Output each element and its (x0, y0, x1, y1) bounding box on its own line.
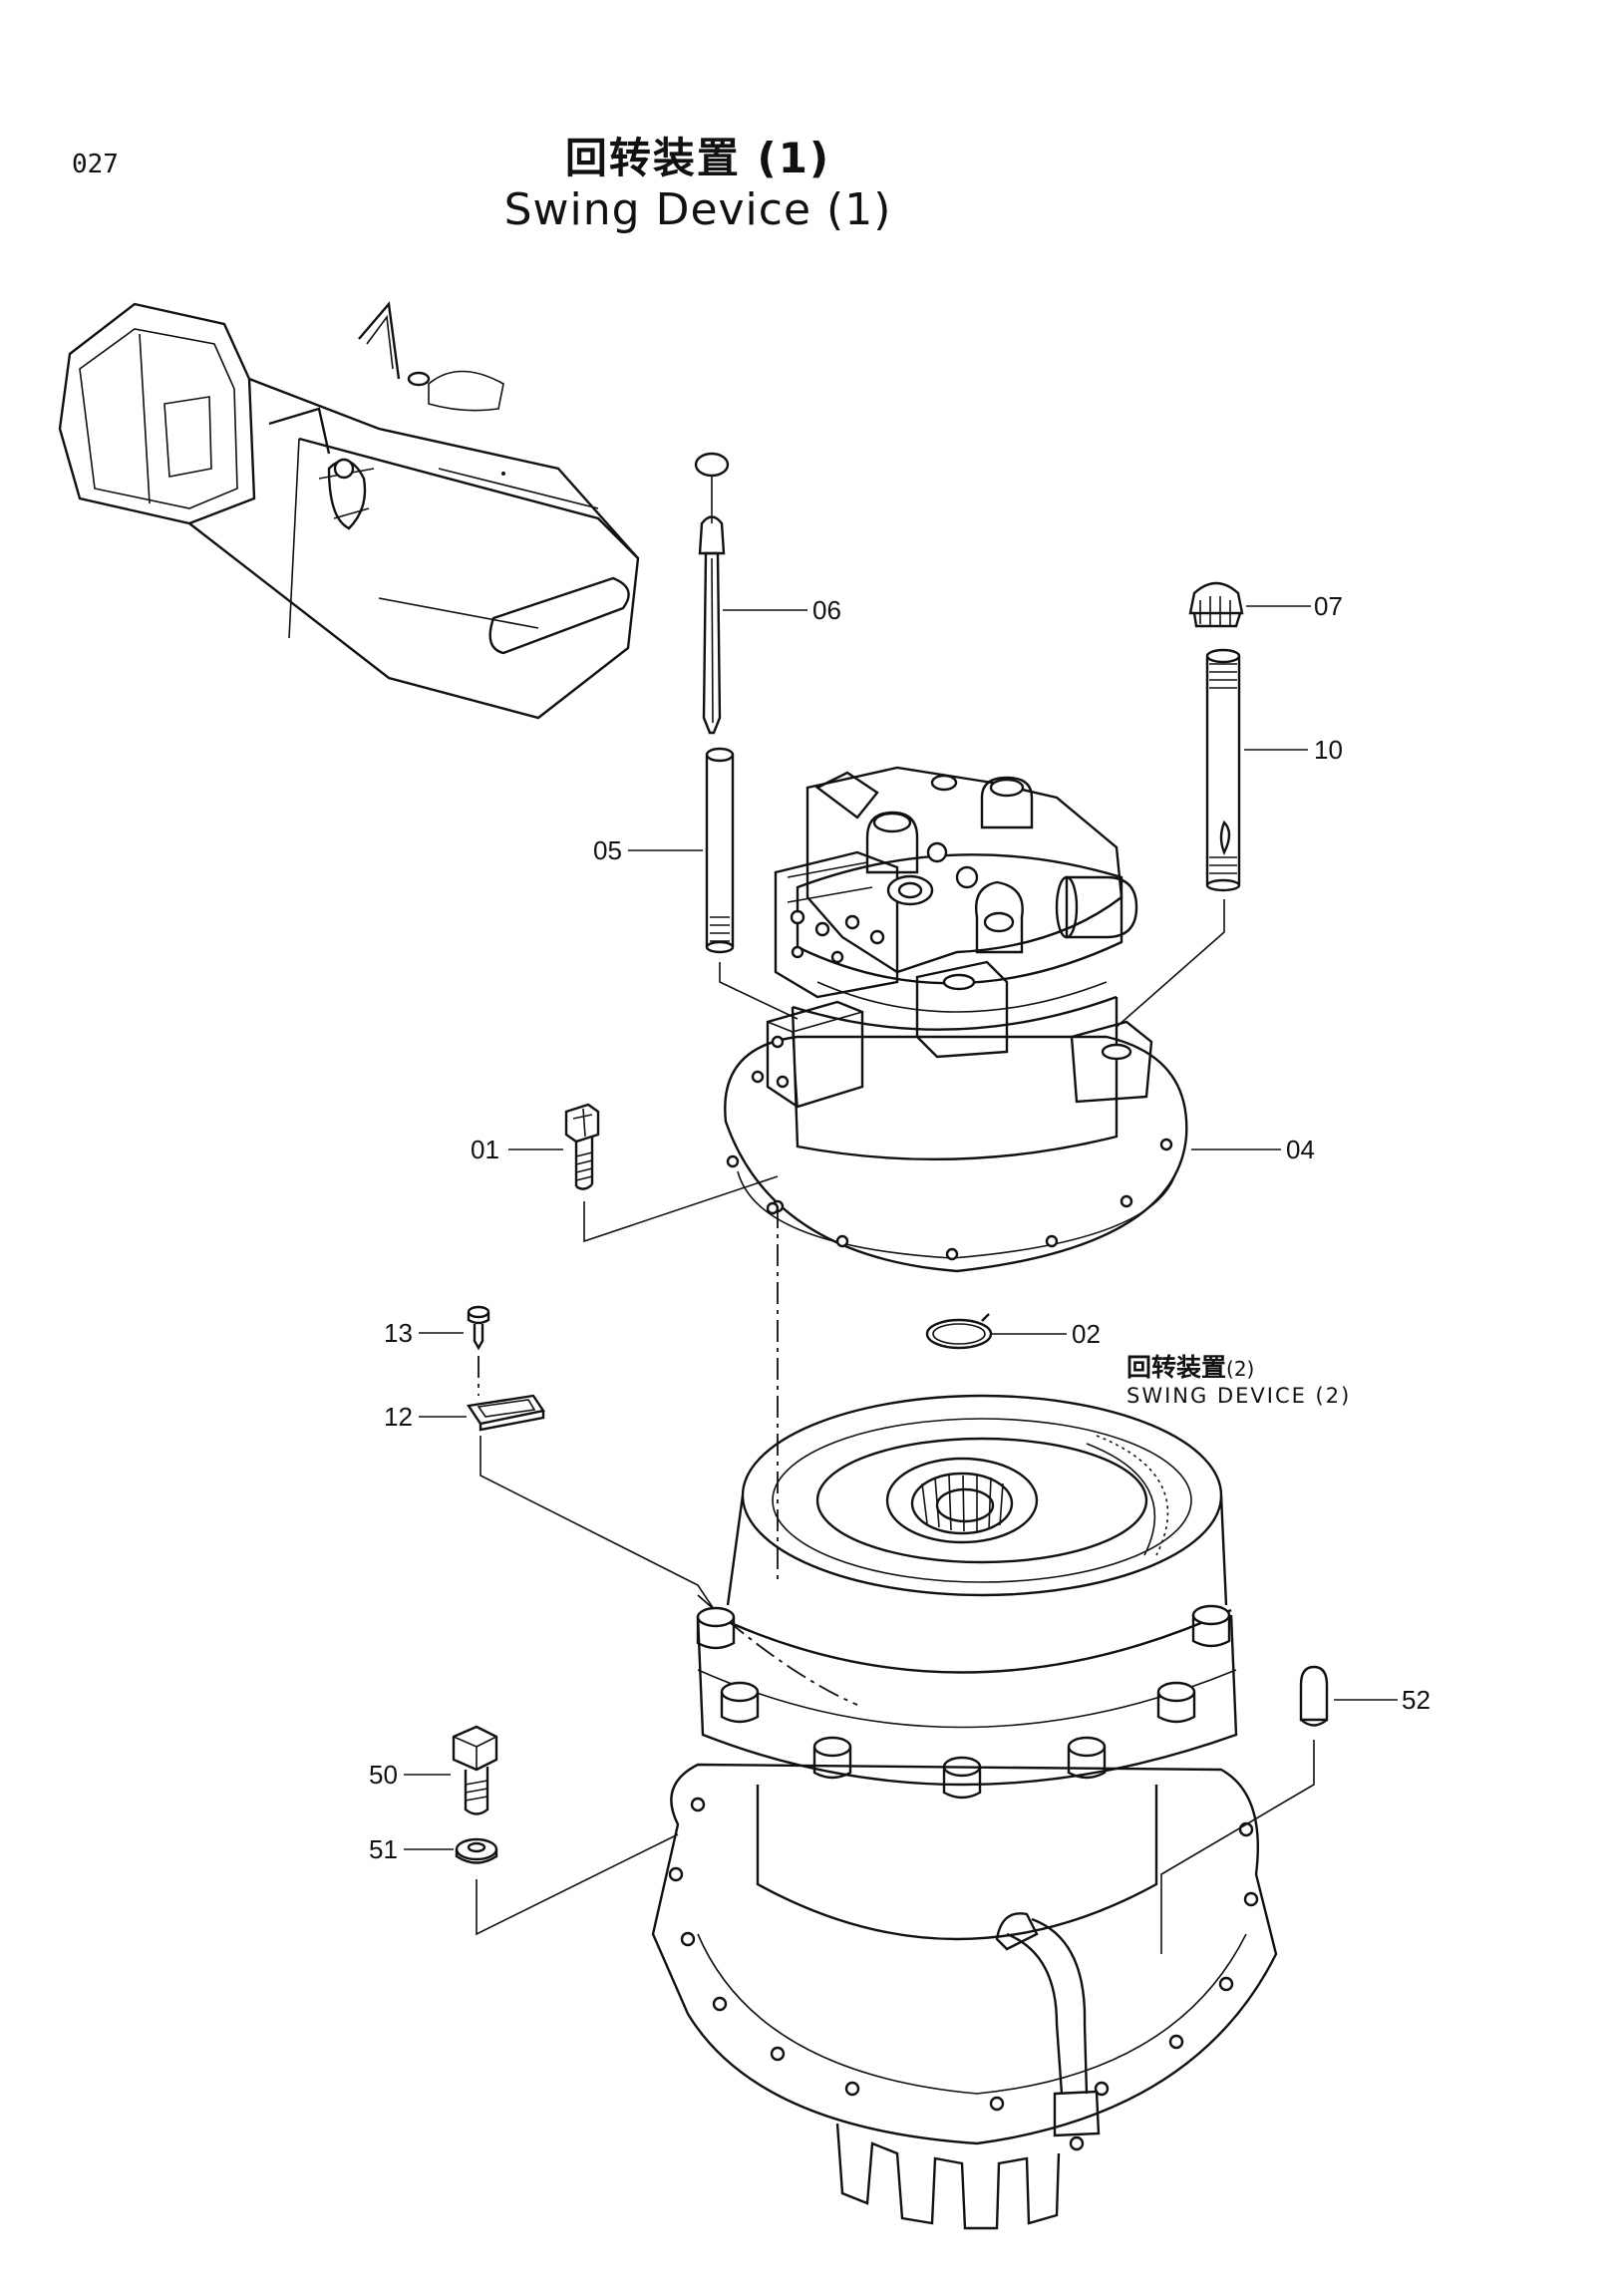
leader-51-to-flange (476, 1833, 679, 1936)
hex-bolt-part-50 (452, 1725, 498, 1815)
washer-part-51 (455, 1837, 498, 1864)
cap-part-07 (1188, 581, 1244, 628)
name-plate-part-12 (466, 1394, 545, 1432)
excavator-locator-illustration (58, 301, 640, 720)
callout-12: 12 (384, 1402, 413, 1432)
leader-12-to-housing (480, 1436, 719, 1616)
title-english: Swing Device (1) (503, 184, 892, 235)
leader-52-to-flange (1160, 1740, 1315, 1954)
leader-10-to-motor (1116, 899, 1225, 1028)
callout-02: 02 (1072, 1319, 1101, 1349)
callout-01: 01 (471, 1135, 499, 1164)
reference-title-chinese: 回转装置(2) (1126, 1353, 1255, 1382)
o-ring-part-02 (925, 1313, 993, 1350)
callout-10: 10 (1314, 735, 1343, 765)
dipstick-part-06 (694, 452, 730, 735)
swing-motor-part-04 (724, 766, 1188, 1273)
leader-05-to-motor (719, 962, 799, 1020)
reduction-gear-housing (651, 1394, 1278, 2230)
pin-part-52 (1299, 1665, 1329, 1727)
callout-05: 05 (593, 835, 622, 865)
screw-part-13 (467, 1305, 490, 1351)
callout-06: 06 (812, 595, 841, 625)
callout-04: 04 (1286, 1135, 1315, 1164)
bolt-part-01 (564, 1103, 600, 1190)
pipe-part-10 (1205, 648, 1241, 892)
callout-13: 13 (384, 1318, 413, 1348)
callout-51: 51 (369, 1834, 398, 1864)
callout-52: 52 (1402, 1685, 1431, 1715)
reference-title-english: SWING DEVICE (2) (1126, 1384, 1352, 1408)
page-number: 027 (72, 150, 119, 179)
leader-01-to-flange (583, 1175, 779, 1243)
guide-pipe-part-05 (705, 747, 735, 954)
callout-50: 50 (369, 1760, 398, 1790)
title-chinese: 回转装置 (1) (564, 134, 831, 182)
callout-07: 07 (1314, 591, 1343, 621)
